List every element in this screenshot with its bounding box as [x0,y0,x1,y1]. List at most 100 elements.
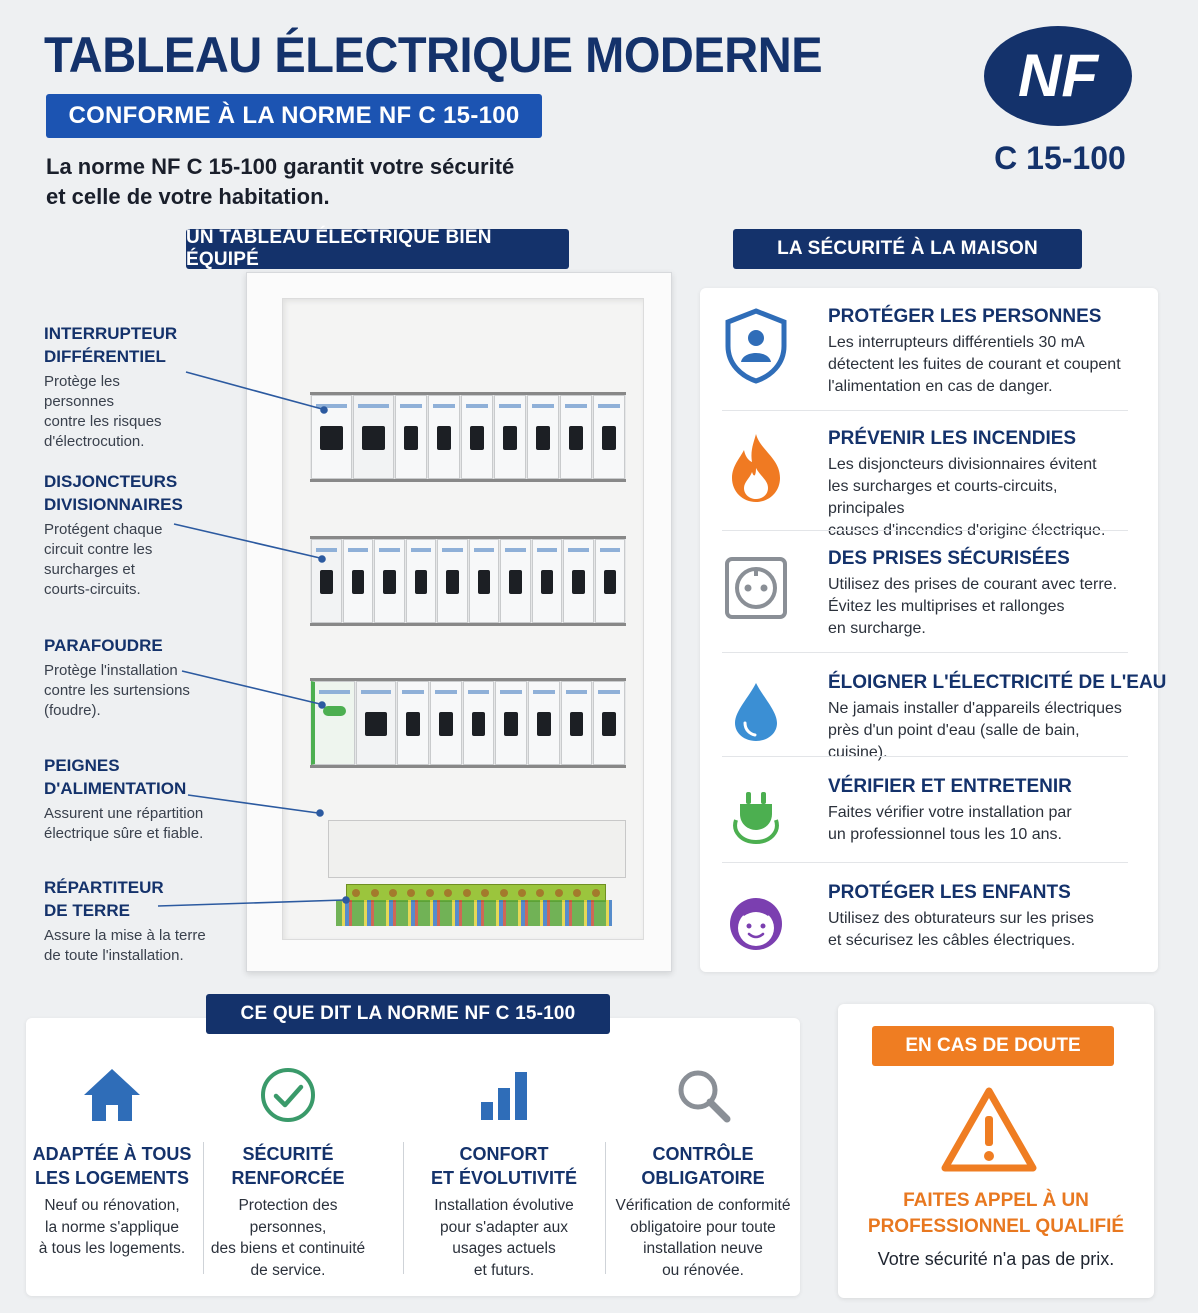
norme-item-title: SÉCURITÉ RENFORCÉE [200,1142,376,1190]
norme-item-title: CONTRÔLE OBLIGATOIRE [612,1142,794,1190]
safety-card [700,288,1158,972]
norme-desc-line: à tous les logements. [38,1240,186,1257]
callout-desc: Protégent chaque circuit contre les surc… [44,520,194,600]
nf-logo: NF [984,26,1132,126]
norme-desc-line: Installation évolutive [434,1197,574,1214]
norme-title-line: CONTRÔLE [652,1144,754,1164]
doubt-cta-line: PROFESSIONNEL QUALIFIÉ [867,1216,1125,1237]
callout-desc-line: Assurent une répartition [44,805,204,822]
norme-desc-line: des biens et continuité [210,1240,366,1257]
section-header-safety: LA SÉCURITÉ À LA MAISON [733,229,1082,269]
circuit-breaker [531,539,562,623]
circuit-breaker [395,395,427,479]
safety-desc-line: près d'un point d'eau (salle de bain, cu… [828,722,1080,761]
norme-title-line: LES LOGEMENTS [34,1168,189,1188]
circuit-breaker [593,681,625,765]
breaker-row-1 [310,392,626,482]
norme-title-line: ET ÉVOLUTIVITÉ [430,1168,577,1188]
callout-title: DIFFÉRENTIEL [44,347,166,366]
leader-dot [318,555,326,563]
norme-desc-line: usages actuels [452,1240,556,1257]
callout-desc-line: courts-circuits. [44,581,141,598]
check-circle-icon [200,1060,376,1130]
safety-desc-line: Utilisez des obturateurs sur les prises [828,910,1094,927]
norme-desc-line: de service. [250,1261,326,1279]
circuit-breaker [437,539,468,623]
safety-item-desc: Faites vérifier votre installation par u… [828,802,1133,846]
circuit-breaker [468,539,499,623]
doubt-cta: FAITES APPEL À UN PROFESSIONNEL QUALIFIÉ [848,1188,1144,1240]
norme-desc-line: Vérification de conformité [615,1197,791,1214]
norme-title-line: SÉCURITÉ [242,1144,334,1164]
divider [722,756,1128,757]
norme-item-desc: Installation évolutive pour s'adapter au… [414,1195,594,1281]
leader-line [181,670,321,705]
busbar-cover [328,820,626,878]
section-header-norme: CE QUE DIT LA NORME NF C 15-100 [206,994,610,1034]
safety-desc-line: en surcharge. [828,620,926,637]
safety-item: DES PRISES SÉCURISÉES Utilisez des prise… [722,532,1128,654]
safety-item: PROTÉGER LES PERSONNES Les interrupteurs… [722,290,1128,412]
safety-item: PRÉVENIR LES INCENDIES Les disjoncteurs … [722,412,1128,539]
circuit-breaker [527,395,559,479]
circuit-breaker [560,681,593,765]
circuit-breaker [311,539,342,623]
safety-item-title: VÉRIFIER ET ENTRETENIR [828,776,1072,797]
norme-item: ADAPTÉE À TOUS LES LOGEMENTS Neuf ou rén… [22,1060,202,1260]
norme-item-title: ADAPTÉE À TOUS LES LOGEMENTS [22,1142,202,1190]
earth-wires [336,900,612,926]
norme-title-line: ADAPTÉE À TOUS [32,1144,192,1164]
norme-item: CONFORT ET ÉVOLUTIVITÉ Installation évol… [414,1060,594,1281]
circuit-breaker [429,681,462,765]
norme-desc-line: pour s'adapter aux [440,1218,568,1236]
circuit-breaker [397,681,429,765]
norme-desc-line: obligatoire pour toute [630,1218,776,1236]
intro-line: et celle de votre habitation. [46,184,330,209]
subtitle-banner: CONFORME À LA NORME NF C 15-100 [46,94,542,138]
leader-line [185,371,323,410]
safety-desc-line: Faites vérifier votre installation par [828,804,1072,821]
breaker-row-2 [310,536,626,626]
callout-desc: Assure la mise à la terre de toute l'ins… [44,926,214,966]
safety-item-title: ÉLOIGNER L'ÉLECTRICITÉ DE L'EAU [828,672,1167,693]
safety-item-desc: Ne jamais installer d'appareils électriq… [828,698,1133,764]
callout-desc-line: contre les risques [44,413,162,430]
safety-item-desc: Les disjoncteurs divisionnaires évitent … [828,454,1133,542]
section-header-panel: UN TABLEAU ÉLECTRIQUE BIEN ÉQUIPÉ [186,227,569,270]
house-icon [22,1060,202,1130]
divider [722,862,1128,863]
divider [722,652,1128,653]
child-face-icon [722,884,790,960]
norme-desc-line: Neuf ou rénovation, [44,1197,180,1214]
shield-person-icon [722,308,790,384]
norme-title-line: RENFORCÉE [231,1168,345,1188]
circuit-breaker [495,681,527,765]
safety-item-desc: Utilisez des prises de courant avec terr… [828,574,1133,640]
leader-dot [342,896,350,904]
norme-desc-line: et futurs. [473,1261,535,1279]
norme-item-desc: Protection des personnes, des biens et c… [200,1195,376,1281]
safety-desc-line: Utilisez des prises de courant avec terr… [828,576,1118,593]
callout-title: DISJONCTEURS [44,472,178,491]
circuit-breaker [461,395,493,479]
circuit-breaker [500,539,531,623]
norme-card [26,1018,800,1296]
divider [722,410,1128,411]
callout-differential: INTERRUPTEUR DIFFÉRENTIEL Protège les pe… [44,322,194,452]
callout-desc-line: Protège l'installation [44,662,178,679]
differential-switch [353,395,394,479]
safety-item: ÉLOIGNER L'ÉLECTRICITÉ DE L'EAU Ne jamai… [722,656,1166,778]
divider [722,530,1128,531]
norme-desc-line: installation neuve [643,1240,763,1257]
safety-desc-line: Les interrupteurs différentiels 30 mA [828,334,1085,351]
safety-desc-line: un professionnel tous les 10 ans. [828,826,1062,843]
circuit-breaker [428,395,460,479]
magnifier-icon [612,1060,794,1130]
earth-bar [346,884,606,902]
nf-logo-text: NF [1018,42,1099,109]
callout-desc: Protège l'installation contre les surten… [44,661,214,721]
safety-item-desc: Les interrupteurs différentiels 30 mA dé… [828,332,1133,398]
warning-triangle-icon [941,1087,1037,1172]
divider [605,1142,606,1274]
norme-item-title: CONFORT ET ÉVOLUTIVITÉ [414,1142,594,1190]
